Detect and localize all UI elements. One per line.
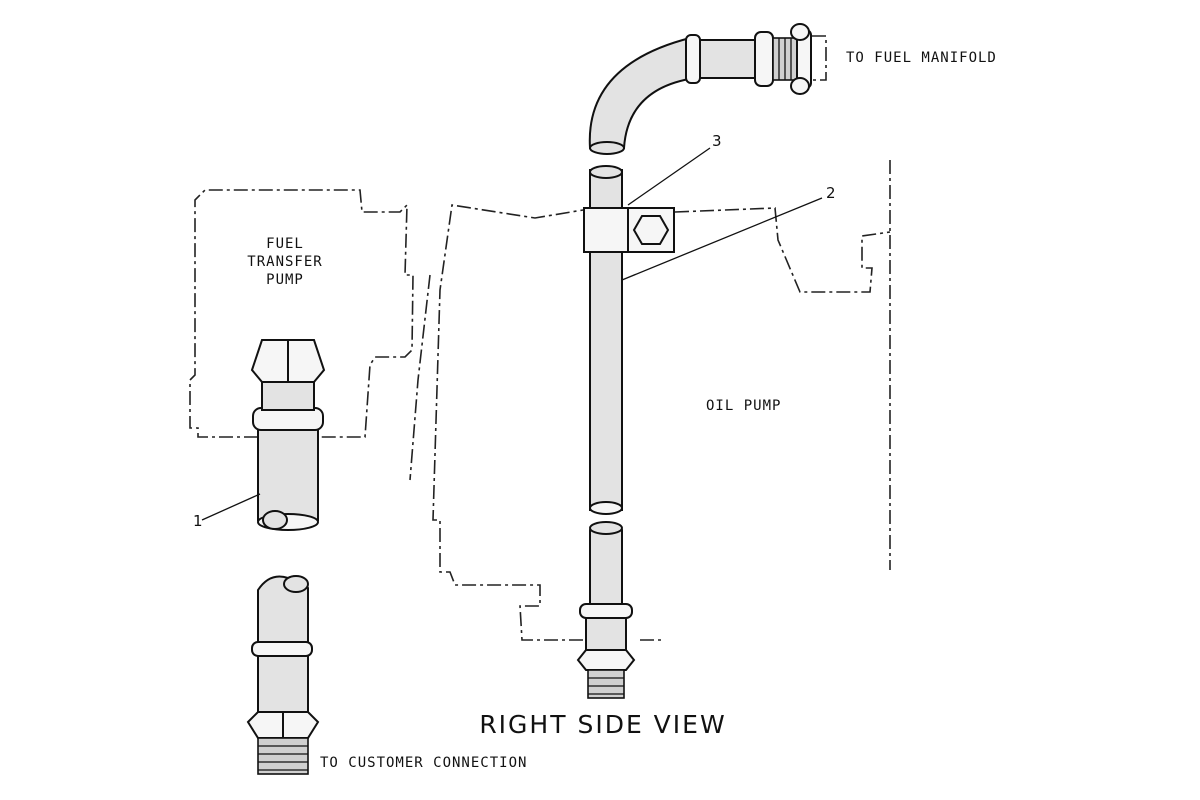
oil-pump-label: OIL PUMP xyxy=(706,398,781,414)
clamp-3 xyxy=(583,207,675,253)
fuel-transfer-pump-label-line3: PUMP xyxy=(266,272,304,288)
fuel-transfer-pump-label-line2: TRANSFER xyxy=(247,254,322,270)
pipe-1-upper xyxy=(250,339,326,531)
callout-3-leader xyxy=(627,147,711,206)
fuel-transfer-pump-label-line1: FUEL xyxy=(266,236,304,252)
diagram-title: RIGHT SIDE VIEW xyxy=(479,710,726,739)
callout-1: 1 xyxy=(193,512,203,530)
callout-3: 3 xyxy=(712,132,722,150)
callout-2-leader xyxy=(621,197,823,281)
callout-2: 2 xyxy=(826,184,836,202)
housing-edge-left xyxy=(409,274,431,481)
oil-pump-outline xyxy=(432,160,891,641)
fuel-transfer-pump-outline xyxy=(189,189,414,438)
to-customer-connection-label: TO CUSTOMER CONNECTION xyxy=(320,755,527,771)
callout-1-leader xyxy=(201,493,261,521)
pipe-2-lower xyxy=(576,521,636,699)
pipe-1-lower xyxy=(246,575,320,775)
to-fuel-manifold-label: TO FUEL MANIFOLD xyxy=(846,50,997,66)
manifold-bracket xyxy=(812,35,827,81)
pipe-2-bend xyxy=(588,23,812,155)
